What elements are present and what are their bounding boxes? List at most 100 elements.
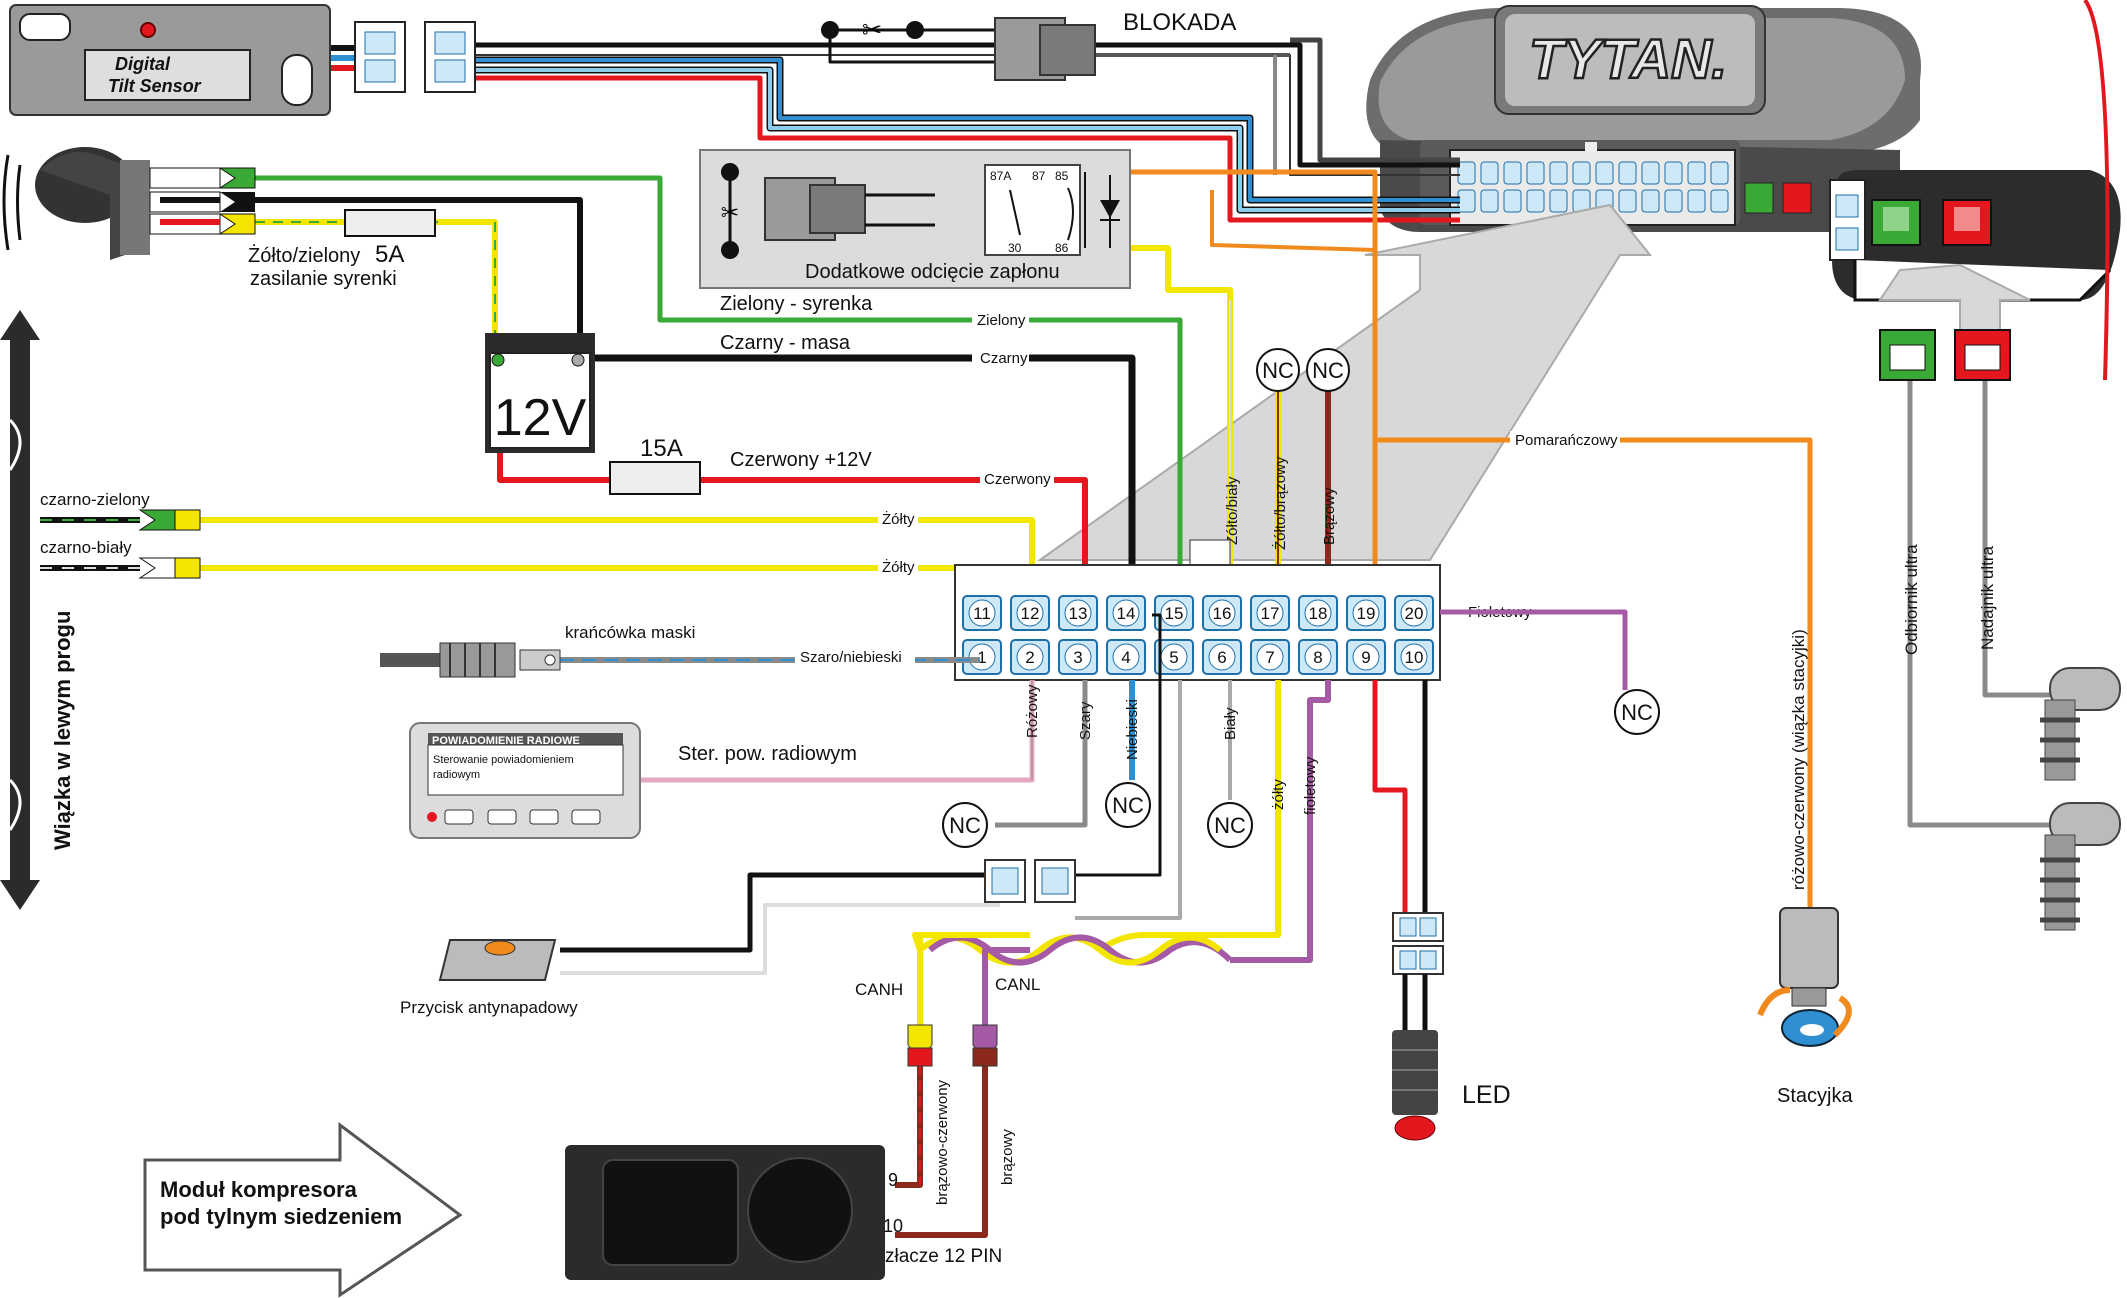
pin-number: 1 <box>977 648 986 667</box>
ultra-transmitter: Nadajnik ultra <box>1978 546 1997 650</box>
svg-text:Żółty: Żółty <box>882 558 915 576</box>
svg-text:85: 85 <box>1055 169 1069 183</box>
battery-label: 12V <box>494 389 587 447</box>
ultra-sensors: Odbiornik ultra Nadajnik ultra <box>1879 0 2121 931</box>
main-fuse-label: 15A <box>640 435 683 462</box>
siren-fuse-label: Żółto/zielony <box>248 244 360 267</box>
main-pin <box>1480 189 1499 213</box>
main-pin <box>1641 161 1660 185</box>
harness-side-label: Wiązka w lewym progu <box>50 611 75 850</box>
svg-text:87: 87 <box>1032 169 1046 183</box>
main-pin <box>1526 189 1545 213</box>
tilt-sensor: Digital Tilt Sensor <box>9 4 476 116</box>
pin-number: 9 <box>1361 648 1370 667</box>
main-pin <box>1710 189 1729 213</box>
pin-number: 13 <box>1069 604 1088 623</box>
panic-button-label: Przycisk antynapadowy <box>400 998 578 1017</box>
compressor-arrow-1: Moduł kompresora <box>160 1177 358 1202</box>
main-pin <box>1572 161 1591 185</box>
compressor-connector: złacze 12 PIN <box>885 1246 1002 1267</box>
svg-text:brązowo-czerwony: brązowo-czerwony <box>934 1079 951 1205</box>
connector-pin-11: 11 <box>962 595 1002 631</box>
nc-markers: NC NC NC NC NC NC <box>942 348 1660 848</box>
main-pin <box>1503 161 1522 185</box>
can-l-label: CANL <box>995 975 1040 994</box>
connector-pin-2: 2 <box>1010 639 1050 675</box>
led-label: LED <box>1462 1081 1511 1109</box>
hood-switch: krańcówka maski <box>380 623 695 678</box>
main-pin <box>1664 189 1683 213</box>
svg-text:NC: NC <box>949 813 981 838</box>
svg-text:86: 86 <box>1055 241 1069 255</box>
main-pin <box>1687 189 1706 213</box>
svg-text:NC: NC <box>1112 793 1144 818</box>
can-h-label: CANH <box>855 980 903 999</box>
svg-text:Żółto/biały: Żółto/biały <box>1223 476 1241 545</box>
svg-text:Czarny: Czarny <box>980 350 1028 367</box>
pin-number: 15 <box>1165 604 1184 623</box>
compressor-arrow-2: pod tylnym siedzeniem <box>160 1204 402 1229</box>
connector-pin-16: 16 <box>1202 595 1242 631</box>
svg-text:fioletowy: fioletowy <box>1302 756 1319 815</box>
pin-number: 3 <box>1073 648 1082 667</box>
connector-pin-10: 10 <box>1394 639 1434 675</box>
siren: Żółto/zielony 5A zasilanie syrenki <box>2 147 436 290</box>
panic-button: Przycisk antynapadowy <box>400 939 578 1017</box>
pin-number: 11 <box>973 604 991 623</box>
relay-caption: Dodatkowe odcięcie zapłonu <box>805 261 1060 283</box>
radio-wire-label: Ster. pow. radiowym <box>678 743 857 765</box>
wire-title-green: Zielony - syrenka <box>720 293 873 315</box>
battery: 12V 15A <box>485 333 701 495</box>
connector-pin-4: 4 <box>1106 639 1146 675</box>
tilt-sensor-line1: Digital <box>115 54 171 74</box>
svg-text:Pomarańczowy: Pomarańczowy <box>1515 432 1618 449</box>
svg-text:Zielony: Zielony <box>977 312 1026 329</box>
svg-text:Czerwony: Czerwony <box>984 471 1051 488</box>
connector-pin-14: 14 <box>1106 595 1146 631</box>
main-pin <box>1710 161 1729 185</box>
connector-pin-13: 13 <box>1058 595 1098 631</box>
pin-number: 6 <box>1217 648 1226 667</box>
main-pin <box>1618 161 1637 185</box>
alarm-unit: TYTAN. <box>1366 5 2121 302</box>
pin-number: 17 <box>1261 604 1280 623</box>
main-pin <box>1641 189 1660 213</box>
svg-text:Żółto/brązowy: Żółto/brązowy <box>1271 456 1289 550</box>
scissors-icon-2: ✂ <box>721 201 739 226</box>
connector-pin-5: 5 <box>1154 639 1194 675</box>
svg-text:Niebieski: Niebieski <box>1124 699 1141 760</box>
ultra-receiver: Odbiornik ultra <box>1902 544 1921 655</box>
blokada-label: BLOKADA <box>1123 9 1236 36</box>
connector-pin-19: 19 <box>1346 595 1386 631</box>
radio-screen-2: radiowym <box>433 769 480 781</box>
connector-pin-17: 17 <box>1250 595 1290 631</box>
pin-number: 12 <box>1021 604 1040 623</box>
connector-pin-20: 20 <box>1394 595 1434 631</box>
pin-number: 2 <box>1025 648 1034 667</box>
radio-title: POWIADOMIENIE RADIOWE <box>432 735 580 747</box>
svg-text:NC: NC <box>1262 358 1294 383</box>
lower-wires <box>560 360 2050 1238</box>
connector-pin-7: 7 <box>1250 639 1290 675</box>
connector-pin-15: 15 <box>1154 595 1194 631</box>
led: LED <box>1392 912 1511 1141</box>
left-harness: Wiązka w lewym progu czarno-zielony czar… <box>0 310 201 910</box>
radio-screen-1: Sterowanie powiadomieniem <box>433 754 574 766</box>
siren-fuse-value: 5A <box>375 241 404 268</box>
main-pin <box>1549 161 1568 185</box>
main-connector-pins <box>1457 161 1729 213</box>
siren-fuse-caption: zasilanie syrenki <box>250 268 397 290</box>
pin-number: 4 <box>1121 648 1130 667</box>
tilt-sensor-line2: Tilt Sensor <box>108 76 202 96</box>
relay-panel: ✂ 87A 87 85 30 86 Dodatkowe odcięcie zap… <box>699 149 1131 289</box>
svg-text:Żółty: Żółty <box>882 510 915 528</box>
connector-pin-18: 18 <box>1298 595 1338 631</box>
main-pin <box>1664 161 1683 185</box>
svg-text:NC: NC <box>1621 700 1653 725</box>
main-pin <box>1618 189 1637 213</box>
pin-number: 19 <box>1357 604 1376 623</box>
main-pin <box>1526 161 1545 185</box>
lower-wire-tags: Szaro/niebieski Różowy Szary Niebieski B… <box>795 648 1319 815</box>
pin-number: 14 <box>1117 604 1136 623</box>
